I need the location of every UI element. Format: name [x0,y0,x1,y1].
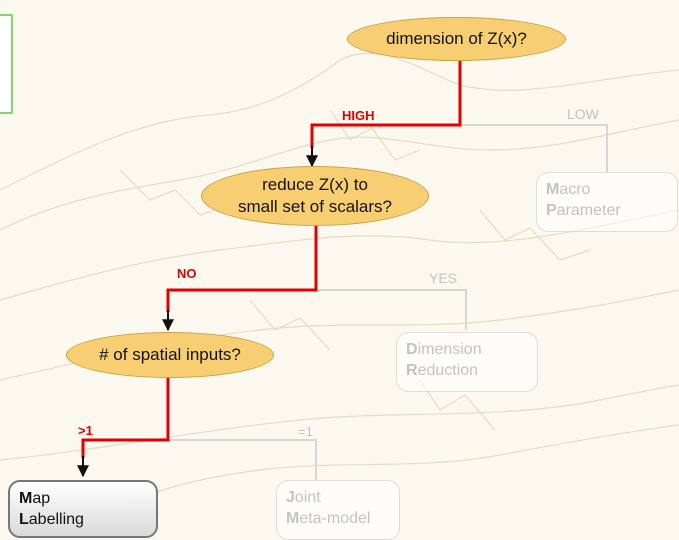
label-low: LOW [567,106,599,122]
outcome-macro-parameter[interactable]: Macro Parameter [536,172,678,232]
joint-rest-1: oint [294,489,321,506]
map-rest-1: ap [32,490,51,507]
dimension-rest-1: imension [417,341,482,358]
macro-rest-2: arameter [556,202,621,219]
side-accent-bar [0,14,13,114]
label-high: HIGH [342,108,375,123]
label-eq1: =1 [298,424,313,439]
decision-dimension: dimension of Z(x)? [347,17,566,61]
inactive-branches [167,58,608,480]
label-yes: YES [429,270,458,286]
edge-gt1 [81,375,170,458]
edge-no [166,222,318,312]
joint-rest-2: eta-model [299,510,371,527]
joint-initial-2: M [286,510,300,527]
edge-eq1 [167,375,317,480]
decision-dimension-text: dimension of Z(x)? [386,29,527,48]
map-rest-2: abelling [28,511,84,528]
edge-high [310,58,462,148]
decision-reduce-line1: reduce Z(x) to [262,175,368,194]
label-no: NO [177,266,197,281]
outcome-dimension-reduction[interactable]: Dimension Reduction [396,332,538,392]
decision-spatial-inputs: # of spatial inputs? [66,332,274,378]
outcome-map-labelling[interactable]: Map Labelling [8,480,158,538]
macro-initial-2: P [546,202,557,219]
active-path [81,58,462,458]
dimension-initial-2: R [406,362,418,379]
decision-reduce-line2: small set of scalars? [238,197,392,216]
dimension-initial-1: D [406,341,418,358]
macro-initial-1: M [546,181,560,198]
outcome-joint-meta-model[interactable]: Joint Meta-model [276,480,400,540]
joint-initial-1: J [286,489,295,506]
label-gt1: >1 [78,423,93,438]
dimension-rest-2: eduction [417,362,479,379]
map-initial-1: M [19,490,33,507]
decision-spatial-text: # of spatial inputs? [99,345,241,364]
decision-reduce: reduce Z(x) to small set of scalars? [201,166,429,226]
macro-rest-1: acro [559,181,591,198]
map-initial-2: L [19,511,29,528]
